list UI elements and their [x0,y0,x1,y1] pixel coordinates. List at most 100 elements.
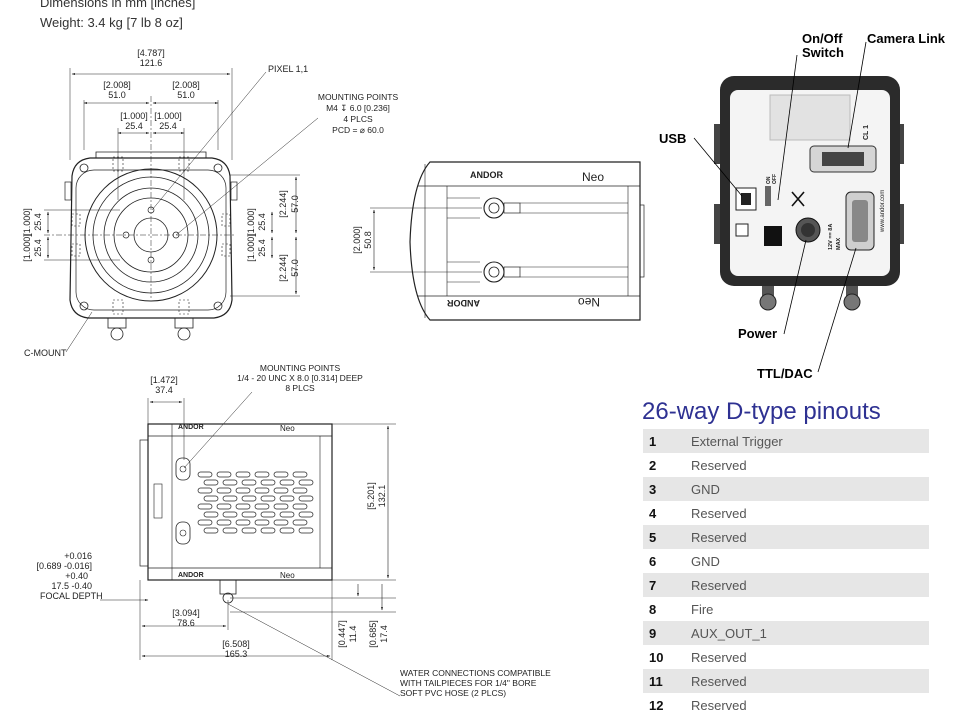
pin-signal: Reserved [691,649,747,665]
pin-signal: GND [691,477,929,501]
vent-slot [197,503,213,510]
rear-view-labels: On/Off Switch Camera Link USB Power TTL/… [659,31,946,381]
vent-slot [260,495,276,502]
vent-slot [254,471,270,478]
onoff-callout-1: On/Off [802,31,843,46]
mp-line-1: MOUNTING POINTS [318,92,399,102]
left-dim-1-in: [1.000] [22,208,32,236]
right-outer-2-in: [2.244] [278,254,288,282]
side-brand-bottom: ANDOR [178,572,204,579]
vent-slot [216,471,232,478]
side-view-labels: ANDOR Neo ANDOR Neo MOUNTING POINTS 1/4 … [36,363,551,698]
vent-slot [260,511,276,518]
vent-slot [235,519,251,526]
pin-number: 6 [649,553,657,569]
pin-number: 5 [643,525,691,549]
half-width-right-mm: 51.0 [177,90,195,100]
vent-slot [260,527,276,534]
fd-1: +0.016 [64,551,92,561]
vent-slot [235,487,251,494]
right-inner-2-mm: 25.4 [257,239,267,257]
pinout-row: 6 GND [643,549,929,573]
left-dim-2-mm: 25.4 [33,239,43,257]
pin-signal: AUX_OUT_1 [691,621,929,645]
vent-slot [279,495,295,502]
inner-width-left-mm: 25.4 [125,121,143,131]
side-brand: ANDOR [178,424,204,431]
pin-signal: Reserved [691,457,747,473]
pin-number: 12 [649,697,664,713]
side-height-in: [5.201] [366,482,376,510]
vent-slot [241,495,257,502]
vent-slot [298,479,314,486]
vent-slot [216,487,232,494]
pin-signal: External Trigger [691,429,929,453]
side-height-mm: 132.1 [377,485,387,508]
vent-slot [254,487,270,494]
bottom-brand: ANDOR [447,298,480,308]
top-model: Neo [582,170,604,184]
vent-slot [241,527,257,534]
top-view-labels: ANDOR Neo ANDOR Neo [2.000] 50.8 [352,170,604,309]
right-inner-2-in: [1.000] [246,234,256,262]
panel-off: OFF [772,174,778,184]
pin-number: 4 [649,505,657,521]
bot-b-mm: 17.4 [379,625,389,643]
fd-4: 17.5 -0.40 [51,581,92,591]
vent-slot [203,511,219,518]
inner-width-left-in: [1.000] [120,111,148,121]
bot-b-in: [0.685] [368,620,378,648]
side-vents [197,471,314,534]
side-model-bottom: Neo [280,571,295,580]
vent-slot [292,487,308,494]
pin-signal: Reserved [691,525,929,549]
inner-width-right-mm: 25.4 [159,121,177,131]
front-view [44,68,319,353]
fd-5: FOCAL DEPTH [40,591,103,601]
vent-slot [222,511,238,518]
total-in: [6.508] [222,639,250,649]
mid-mm: 78.6 [177,618,195,628]
pin-signal: GND [691,553,720,569]
water-2: WITH TAILPIECES FOR 1/4" BORE [400,678,537,688]
mp-line-4: PCD = ⌀ 60.0 [332,125,384,135]
pin-number: 9 [643,621,691,645]
top-brand: ANDOR [470,170,503,180]
pin-number: 2 [649,457,657,473]
pin-number: 8 [649,601,657,617]
power-callout: Power [738,326,777,341]
side-mp-3: 8 PLCS [285,383,315,393]
onoff-callout-2: Switch [802,45,844,60]
half-width-left-mm: 51.0 [108,90,126,100]
right-outer-2-mm: 57.0 [290,259,300,277]
overall-width-in: [4.787] [137,48,165,58]
inner-width-right-in: [1.000] [154,111,182,121]
vent-slot [279,527,295,534]
top-height-mm: 50.8 [363,231,373,249]
pinout-row: 2 Reserved [643,453,929,477]
vent-slot [235,471,251,478]
vent-slot [292,519,308,526]
vent-slot [279,511,295,518]
top-view [370,161,645,321]
panel-volt: 12V == 8A [828,224,834,250]
cmount-label: C-MOUNT [24,348,67,358]
pin-signal: Reserved [691,505,747,521]
vent-slot [298,527,314,534]
vent-slot [273,519,289,526]
vent-slot [197,471,213,478]
dimensions-note: Dimensions in mm [inches] [40,0,196,10]
side-depth-mm: 37.4 [155,385,173,395]
pinout-row: 4 Reserved [643,501,929,525]
vent-slot [279,479,295,486]
overall-width-mm: 121.6 [140,58,163,68]
rear-view [693,41,904,373]
pin-signal: Reserved [691,669,929,693]
side-mp-2: 1/4 - 20 UNC X 8.0 [0.314] DEEP [237,373,363,383]
vent-slot [203,495,219,502]
